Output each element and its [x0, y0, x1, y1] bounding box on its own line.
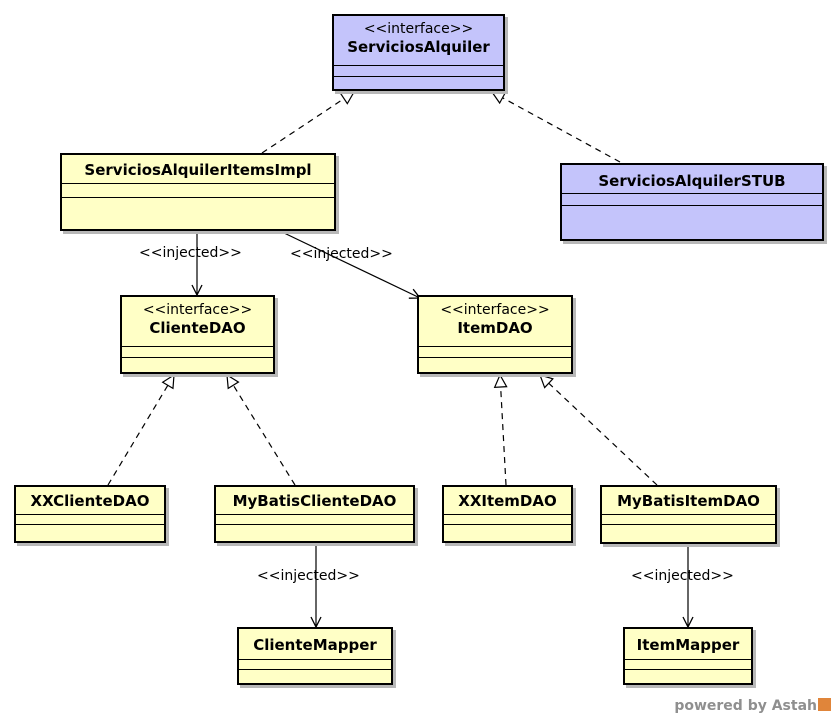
operations-compartment [419, 357, 571, 358]
injected-label-cliente-dao: <<injected>> [139, 245, 242, 261]
class-xx-cliente-dao[interactable]: XXClienteDAO [14, 485, 166, 543]
realization-mybatis-cliente-dao [227, 375, 296, 486]
operations-compartment [625, 669, 751, 670]
attributes-compartment [239, 659, 391, 660]
class-stereotype: <<interface>> [142, 302, 253, 318]
attributes-compartment [334, 65, 503, 66]
class-servicios-alquiler-items-impl[interactable]: ServiciosAlquilerItemsImpl [60, 153, 336, 231]
operations-compartment [239, 669, 391, 670]
operations-compartment [62, 197, 334, 198]
operations-compartment [216, 524, 413, 525]
class-name: ItemMapper [636, 636, 740, 654]
class-servicios-alquiler-stub[interactable]: ServiciosAlquilerSTUB [560, 163, 824, 241]
class-item-dao[interactable]: <<interface>> ItemDAO [417, 295, 573, 374]
class-name: ClienteDAO [149, 319, 246, 337]
class-name: ClienteMapper [253, 636, 377, 654]
attributes-compartment [16, 514, 164, 515]
class-name: ServiciosAlquilerItemsImpl [84, 161, 312, 179]
attributes-compartment [419, 346, 571, 347]
operations-compartment [444, 524, 571, 525]
injected-label-cliente-mapper: <<injected>> [257, 568, 360, 584]
attributes-compartment [562, 193, 822, 194]
class-stereotype: <<interface>> [440, 302, 550, 318]
class-name: XXClienteDAO [30, 492, 150, 510]
attributes-compartment [122, 346, 273, 347]
powered-by-text: powered by Astah [674, 698, 817, 714]
class-name: MyBatisItemDAO [617, 492, 760, 510]
realization-items-impl [261, 92, 354, 154]
class-mybatis-item-dao[interactable]: MyBatisItemDAO [600, 485, 777, 544]
operations-compartment [602, 524, 775, 525]
class-name: ServiciosAlquiler [347, 38, 490, 56]
dependency-item-dao [281, 231, 420, 298]
attributes-compartment [216, 514, 413, 515]
realization-xx-cliente-dao [107, 375, 174, 486]
class-name: ServiciosAlquilerSTUB [598, 172, 786, 190]
injected-label-item-dao: <<injected>> [290, 246, 393, 262]
class-mybatis-cliente-dao[interactable]: MyBatisClienteDAO [214, 485, 415, 543]
class-xx-item-dao[interactable]: XXItemDAO [442, 485, 573, 543]
realization-stub [492, 92, 621, 163]
attributes-compartment [444, 514, 571, 515]
astah-watermark: powered by Astah [674, 698, 831, 714]
operations-compartment [16, 524, 164, 525]
realization-mybatis-item-dao [540, 375, 658, 486]
realization-xx-item-dao [500, 375, 506, 486]
astah-logo-icon [818, 698, 831, 711]
attributes-compartment [62, 183, 334, 184]
injected-label-item-mapper: <<injected>> [631, 568, 734, 584]
class-name: XXItemDAO [458, 492, 557, 510]
class-servicios-alquiler[interactable]: <<interface>> ServiciosAlquiler [332, 14, 505, 91]
class-name: ItemDAO [457, 319, 533, 337]
class-stereotype: <<interface>> [363, 21, 474, 37]
class-cliente-dao[interactable]: <<interface>> ClienteDAO [120, 295, 275, 374]
class-name: MyBatisClienteDAO [232, 492, 397, 510]
class-cliente-mapper[interactable]: ClienteMapper [237, 627, 393, 685]
attributes-compartment [602, 514, 775, 515]
attributes-compartment [625, 659, 751, 660]
operations-compartment [334, 76, 503, 77]
class-item-mapper[interactable]: ItemMapper [623, 627, 753, 685]
operations-compartment [562, 205, 822, 206]
operations-compartment [122, 357, 273, 358]
